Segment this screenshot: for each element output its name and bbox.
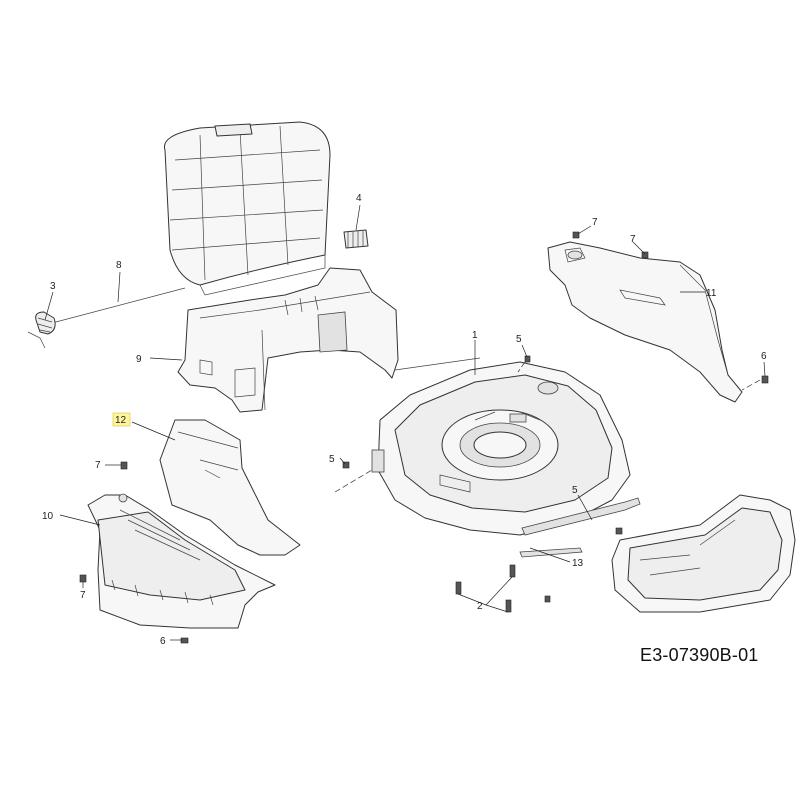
side-skirt bbox=[611, 494, 796, 613]
callout-2: 2 bbox=[477, 601, 483, 612]
callout-13: 13 bbox=[572, 558, 584, 569]
leader-lines bbox=[44, 204, 766, 641]
mower-deck bbox=[371, 357, 631, 536]
hinge-rod bbox=[51, 287, 186, 324]
callout-6-right: 6 bbox=[761, 351, 767, 362]
callout-4: 4 bbox=[356, 193, 362, 204]
callout-12: 12 bbox=[115, 415, 127, 426]
callout-7-left: 7 bbox=[95, 460, 101, 471]
callout-3: 3 bbox=[50, 281, 56, 292]
callout-7-upper-right: 7 bbox=[630, 234, 636, 245]
callout-11: 11 bbox=[706, 288, 717, 299]
assembly-guides bbox=[334, 361, 761, 493]
callout-7-bottom: 7 bbox=[80, 590, 86, 601]
callout-5-left: 5 bbox=[329, 454, 335, 465]
callout-5-right: 5 bbox=[572, 485, 578, 496]
rear-housing bbox=[177, 267, 399, 413]
diagram-code: E3-07390B-01 bbox=[640, 645, 759, 665]
spring-right bbox=[343, 229, 369, 249]
rear-flap bbox=[87, 493, 276, 629]
deflector-flap bbox=[159, 419, 301, 556]
trim-strip bbox=[519, 497, 641, 558]
spring-left bbox=[27, 311, 56, 349]
callout-6-bottom: 6 bbox=[160, 636, 166, 647]
callout-5-top: 5 bbox=[516, 334, 522, 345]
callout-12-highlight bbox=[112, 412, 131, 427]
callout-9: 9 bbox=[136, 354, 142, 365]
callouts: 1 2 3 4 5 5 5 6 6 7 7 7 7 8 9 10 11 12 1… bbox=[42, 193, 767, 647]
side-bracket bbox=[547, 241, 743, 403]
grass-bag bbox=[163, 121, 331, 296]
callout-8: 8 bbox=[116, 260, 122, 271]
callout-10: 10 bbox=[42, 511, 54, 522]
callout-7-top-right: 7 bbox=[592, 217, 598, 228]
callout-1: 1 bbox=[472, 330, 478, 341]
